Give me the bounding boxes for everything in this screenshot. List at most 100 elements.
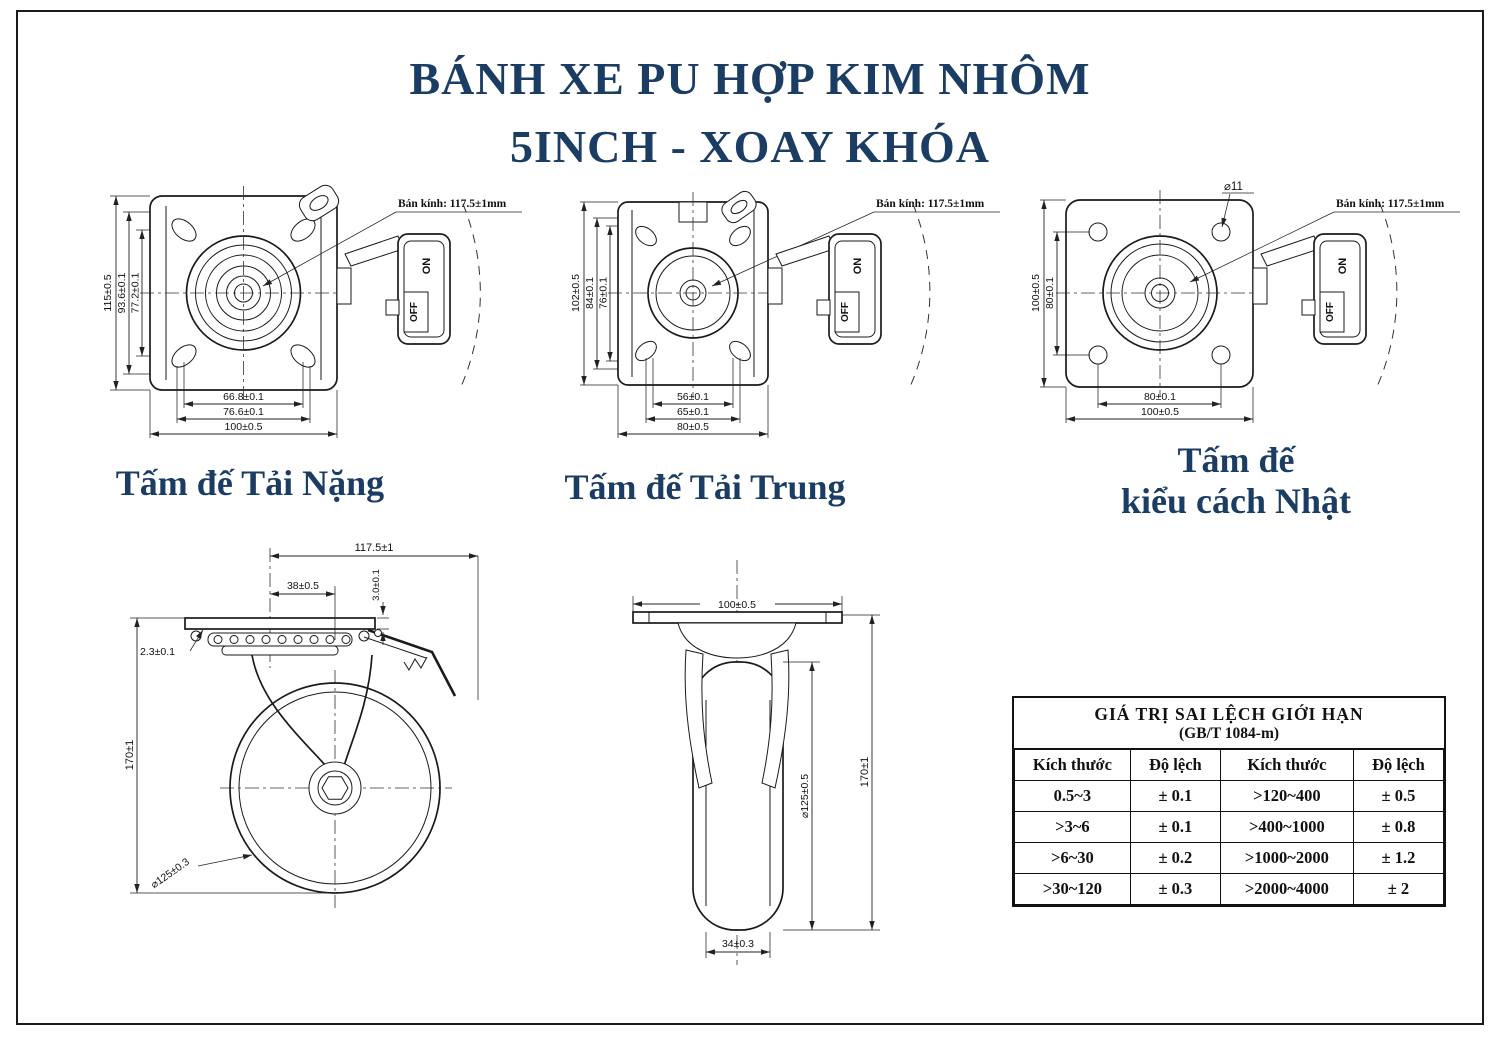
bolt-slot	[729, 340, 751, 362]
wheel-tread	[692, 661, 784, 931]
dim-label: 100±0.5	[225, 421, 263, 433]
table-cell: 0.5~3	[1014, 780, 1131, 812]
dim-label: 117.5±1	[355, 542, 394, 554]
dim-label: 100±0.5	[1030, 274, 1042, 312]
table-row: >6~30 ± 0.2 >1000~2000 ± 1.2	[1014, 842, 1445, 874]
dim-label: 100±0.5	[718, 599, 756, 611]
table-cell: >120~400	[1219, 780, 1354, 812]
view-heavy-plate: 115±0.5 93.6±0.1 77.2±0.1 66.8±0.1 76.6±…	[102, 184, 522, 438]
brake-off-box	[1319, 291, 1345, 333]
dim-label: 115±0.5	[102, 274, 114, 311]
dim-label: 76±0.1	[598, 277, 610, 309]
dim-label: 100±0.5	[1141, 406, 1179, 418]
brake-on-label: ON	[1337, 258, 1349, 275]
mounting-plate	[632, 611, 843, 624]
centerlines	[1056, 190, 1263, 397]
table-header-row: Kích thước Độ lệch Kích thước Độ lệch	[1014, 749, 1445, 781]
radius-callout-label: Bán kính: 117.5±1mm	[398, 198, 507, 210]
table-row: >30~120 ± 0.3 >2000~4000 ± 2	[1014, 873, 1445, 905]
tolerance-table: GIÁ TRỊ SAI LỆCH GIỚI HẠN (GB/T 1084-m) …	[1012, 696, 1446, 907]
brake-off-box	[834, 291, 860, 333]
mounting-plate	[184, 617, 376, 630]
dim-label: 38±0.5	[287, 580, 319, 592]
hole-detail-callout	[721, 190, 757, 224]
table-title-line2: (GB/T 1084-m)	[1178, 725, 1280, 742]
side-view-plain: 100±0.5 ⌀125±0.5 170±1 34±0.3	[632, 560, 880, 965]
dim-label: 80±0.5	[677, 421, 709, 433]
dim-label: 2.3±0.1	[140, 646, 175, 658]
leader-line	[189, 629, 204, 652]
side-view-with-brake: 117.5±1 38±0.5 3.0±0.1 2.3±0.1 170±1 ⌀12…	[124, 542, 479, 908]
brake-pedal	[1260, 235, 1320, 267]
brake-lock-unit: ON OFF	[767, 233, 882, 345]
dim-label: 170±1	[859, 757, 871, 788]
brake-lock-unit: ON OFF	[1252, 233, 1367, 345]
table-row: 0.5~3 ± 0.1 >120~400 ± 0.5	[1014, 780, 1445, 812]
table-cell: >6~30	[1014, 842, 1131, 874]
brake-lever	[363, 628, 457, 697]
hole-dia-label: ⌀11	[1224, 181, 1243, 193]
brake-off-label: OFF	[409, 302, 420, 322]
table-header-cell: Kích thước	[1014, 749, 1131, 781]
swivel-radius-arc	[908, 203, 931, 390]
caption-medium-plate: Tấm đế Tải Trung	[564, 467, 846, 507]
radius-leader-line	[262, 211, 397, 287]
radius-callout-label: Bán kính: 117.5±1mm	[1336, 198, 1445, 210]
table-cell: ± 0.1	[1129, 811, 1221, 843]
table-header-cell: Độ lệch	[1352, 749, 1445, 781]
dim-label: 3.0±0.1	[371, 569, 382, 601]
brake-on-label: ON	[421, 258, 433, 275]
bolt-hole	[1088, 222, 1108, 242]
bolt-hole	[1211, 222, 1231, 242]
hole-detail-callout	[298, 184, 340, 222]
fork-leg	[251, 654, 373, 767]
table-row: >3~6 ± 0.1 >400~1000 ± 0.8	[1014, 811, 1445, 843]
dim-label: 77.2±0.1	[130, 272, 142, 313]
dim-label: ⌀125±0.5	[799, 774, 811, 818]
wheel	[229, 682, 441, 894]
swivel-radius-arc	[1375, 203, 1398, 390]
table-header-cell: Kích thước	[1219, 749, 1354, 781]
table-cell: ± 0.1	[1129, 780, 1221, 812]
table-cell: >1000~2000	[1219, 842, 1354, 874]
brake-off-label: OFF	[1325, 302, 1336, 322]
fork-blade	[761, 649, 790, 789]
dim-label: 66.8±0.1	[223, 391, 264, 403]
centerlines	[140, 186, 347, 400]
bolt-slot	[635, 225, 657, 247]
bolt-slot	[171, 218, 197, 242]
brake-off-box	[403, 291, 429, 333]
centerlines	[608, 192, 778, 398]
dim-label: 56±0.1	[677, 391, 709, 403]
swivel-radius-arc	[459, 203, 481, 390]
sheet-border-frame	[16, 10, 1484, 1025]
table-cell: >400~1000	[1219, 811, 1354, 843]
dim-label: 93.6±0.1	[116, 272, 128, 313]
brake-off-label: OFF	[840, 302, 851, 322]
caption-japanese-plate: Tấm đế kiểu cách Nhật	[1050, 440, 1422, 523]
dim-label: 102±0.5	[570, 274, 582, 312]
table-cell: ± 0.2	[1129, 842, 1221, 874]
table-cell: >30~120	[1014, 873, 1131, 905]
brake-lock-unit: ON OFF	[336, 233, 451, 345]
dim-label: 76.6±0.1	[223, 406, 264, 418]
swivel-housing	[677, 622, 797, 659]
bolt-hole	[1088, 345, 1108, 365]
caption-heavy-plate: Tấm đế Tải Nặng	[115, 463, 385, 503]
table-cell: >3~6	[1014, 811, 1131, 843]
view-japanese-plate: ⌀11 100±0.5 80±0.1 80±0.1 100±0.5 Bán kí…	[1030, 181, 1460, 423]
drawing-title-line2: 5INCH - XOAY KHÓA	[509, 121, 990, 172]
view-medium-plate: 102±0.5 84±0.1 76±0.1 56±0.1 65±0.1 80±0…	[570, 190, 1000, 438]
table-header-cell: Độ lệch	[1129, 749, 1221, 781]
hole-leader-line	[1221, 193, 1231, 228]
table-cell: ± 0.3	[1129, 873, 1221, 905]
axle-hex-nut	[321, 776, 349, 800]
brake-on-label: ON	[852, 258, 864, 275]
caption-japanese-line2: kiểu cách Nhật	[1120, 481, 1351, 522]
ball-bearings	[213, 635, 351, 644]
dim-label: 80±0.1	[1044, 277, 1056, 309]
table-cell: >2000~4000	[1219, 873, 1354, 905]
dim-label: 34±0.3	[722, 938, 754, 950]
